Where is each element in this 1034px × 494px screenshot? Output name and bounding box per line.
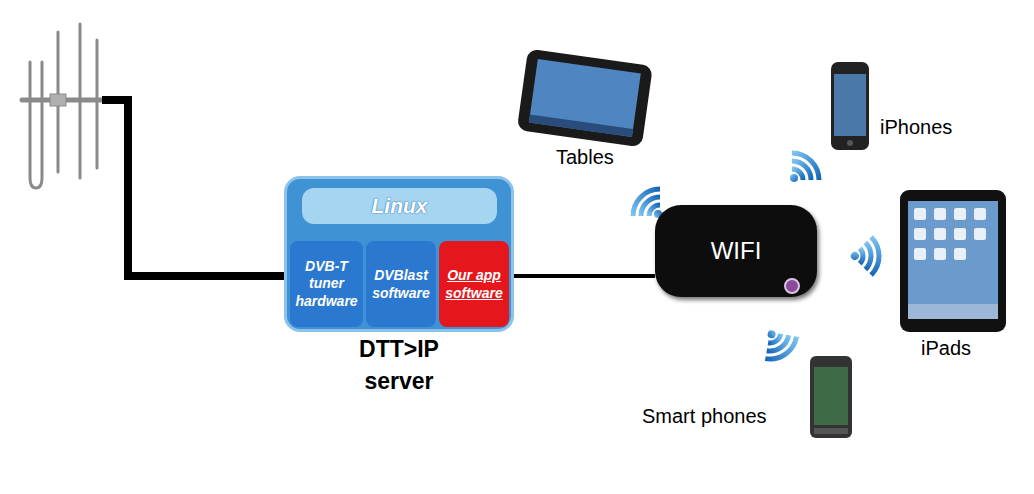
ipad-icon: [900, 190, 1006, 332]
tuner-box: DVB-T tuner hardware: [290, 241, 363, 327]
wifi-signal: [633, 189, 662, 218]
wifi-signal: [790, 153, 819, 182]
box-text: DVBlast software: [369, 266, 433, 302]
device-label: iPads: [921, 337, 971, 360]
smartphone-icon: [810, 356, 852, 438]
wifi-signal: [849, 235, 890, 276]
iphone-icon: [831, 62, 869, 150]
box-text: WIFI: [711, 237, 762, 265]
router-button: [782, 276, 802, 296]
software-box: DVBlast software: [366, 241, 436, 327]
box-text: Linux: [372, 194, 428, 218]
box-text: Our app software: [442, 266, 506, 302]
device-label: Smart phones: [642, 405, 767, 428]
box-text: DVB-T tuner hardware: [293, 258, 360, 311]
antenna: [22, 24, 104, 188]
server-heading: DTT>IP server: [334, 333, 464, 397]
tablet-icon: [517, 49, 653, 148]
device-label: iPhones: [880, 116, 952, 139]
device-label: Tables: [556, 146, 614, 169]
wifi-signal: [763, 330, 797, 364]
app-box: Our app software: [439, 241, 509, 327]
server-box: DTT>IP serverLinuxDVB-T tuner hardwareDV…: [284, 176, 514, 332]
antenna-cable: [102, 100, 284, 276]
os-band: Linux: [302, 188, 497, 224]
network-cable: [514, 274, 655, 278]
